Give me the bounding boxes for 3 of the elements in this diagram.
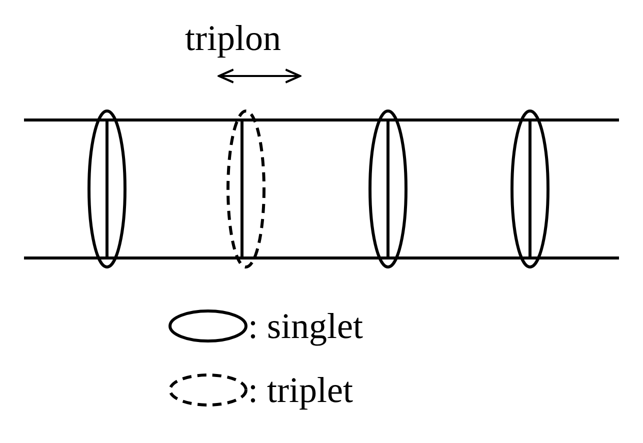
annotation-label: triplon [185,18,281,58]
legend-label: : triplet [248,370,353,410]
legend-label: : singlet [248,306,363,346]
